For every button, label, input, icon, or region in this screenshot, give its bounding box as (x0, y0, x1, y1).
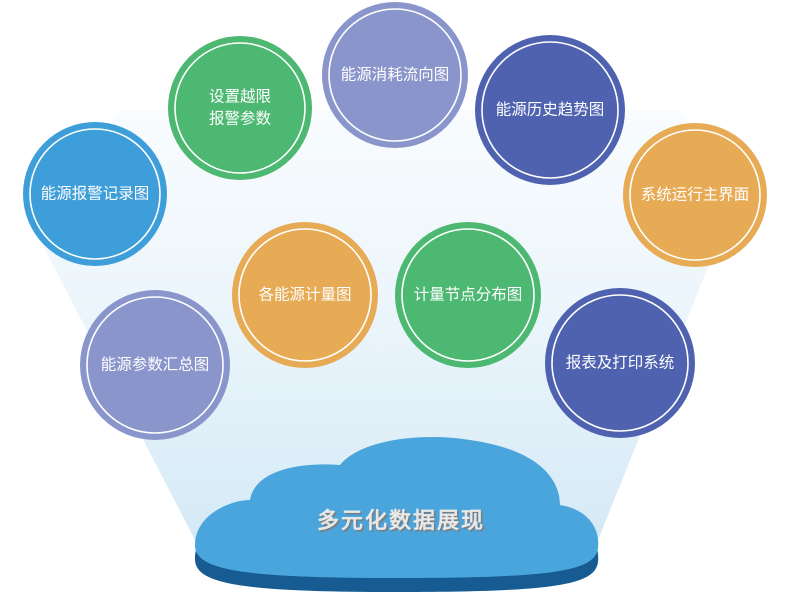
node-label: 各能源计量图 (258, 286, 351, 304)
node-circle (23, 122, 167, 266)
node-energy-history-trend[interactable]: 能源历史趋势图 (475, 35, 625, 185)
node-inner-ring (29, 128, 161, 260)
node-metering-node-distribution[interactable]: 计量节点分布图 (395, 222, 541, 368)
node-circle (623, 123, 767, 267)
node-label: 报表及打印系统 (566, 354, 675, 372)
node-report-print-system[interactable]: 报表及打印系统 (545, 288, 695, 438)
node-label: 报警参数 (209, 110, 272, 128)
node-inner-ring (401, 228, 535, 362)
node-label: 能源历史趋势图 (496, 101, 605, 119)
node-inner-ring (238, 228, 372, 362)
node-label: 能源参数汇总图 (101, 356, 210, 374)
node-circle (80, 290, 230, 440)
node-circle (395, 222, 541, 368)
node-label: 计量节点分布图 (414, 286, 523, 304)
node-inner-ring (174, 42, 306, 174)
node-group: 能源报警记录图设置越限报警参数能源消耗流向图能源历史趋势图系统运行主界面各能源计… (23, 2, 767, 440)
node-system-main-ui[interactable]: 系统运行主界面 (623, 123, 767, 267)
node-label: 系统运行主界面 (641, 186, 750, 204)
cloud: 多元化数据展现 (195, 437, 599, 592)
node-circle (168, 36, 312, 180)
node-inner-ring (551, 294, 689, 432)
node-circle (545, 288, 695, 438)
node-circle (232, 222, 378, 368)
node-circle (322, 2, 468, 148)
cloud-top (195, 437, 599, 578)
cloud-label: 多元化数据展现 (317, 508, 485, 534)
node-energy-metering[interactable]: 各能源计量图 (232, 222, 378, 368)
node-inner-ring (481, 41, 619, 179)
node-inner-ring (629, 129, 761, 261)
light-fan-background (40, 110, 735, 540)
node-label: 能源报警记录图 (41, 185, 150, 203)
node-inner-ring (328, 8, 462, 142)
node-label: 能源消耗流向图 (341, 66, 450, 84)
node-energy-flow[interactable]: 能源消耗流向图 (322, 2, 468, 148)
node-inner-ring (86, 296, 224, 434)
node-energy-param-summary[interactable]: 能源参数汇总图 (80, 290, 230, 440)
node-circle (475, 35, 625, 185)
node-energy-alarm-record[interactable]: 能源报警记录图 (23, 122, 167, 266)
node-label: 设置越限 (209, 88, 271, 106)
